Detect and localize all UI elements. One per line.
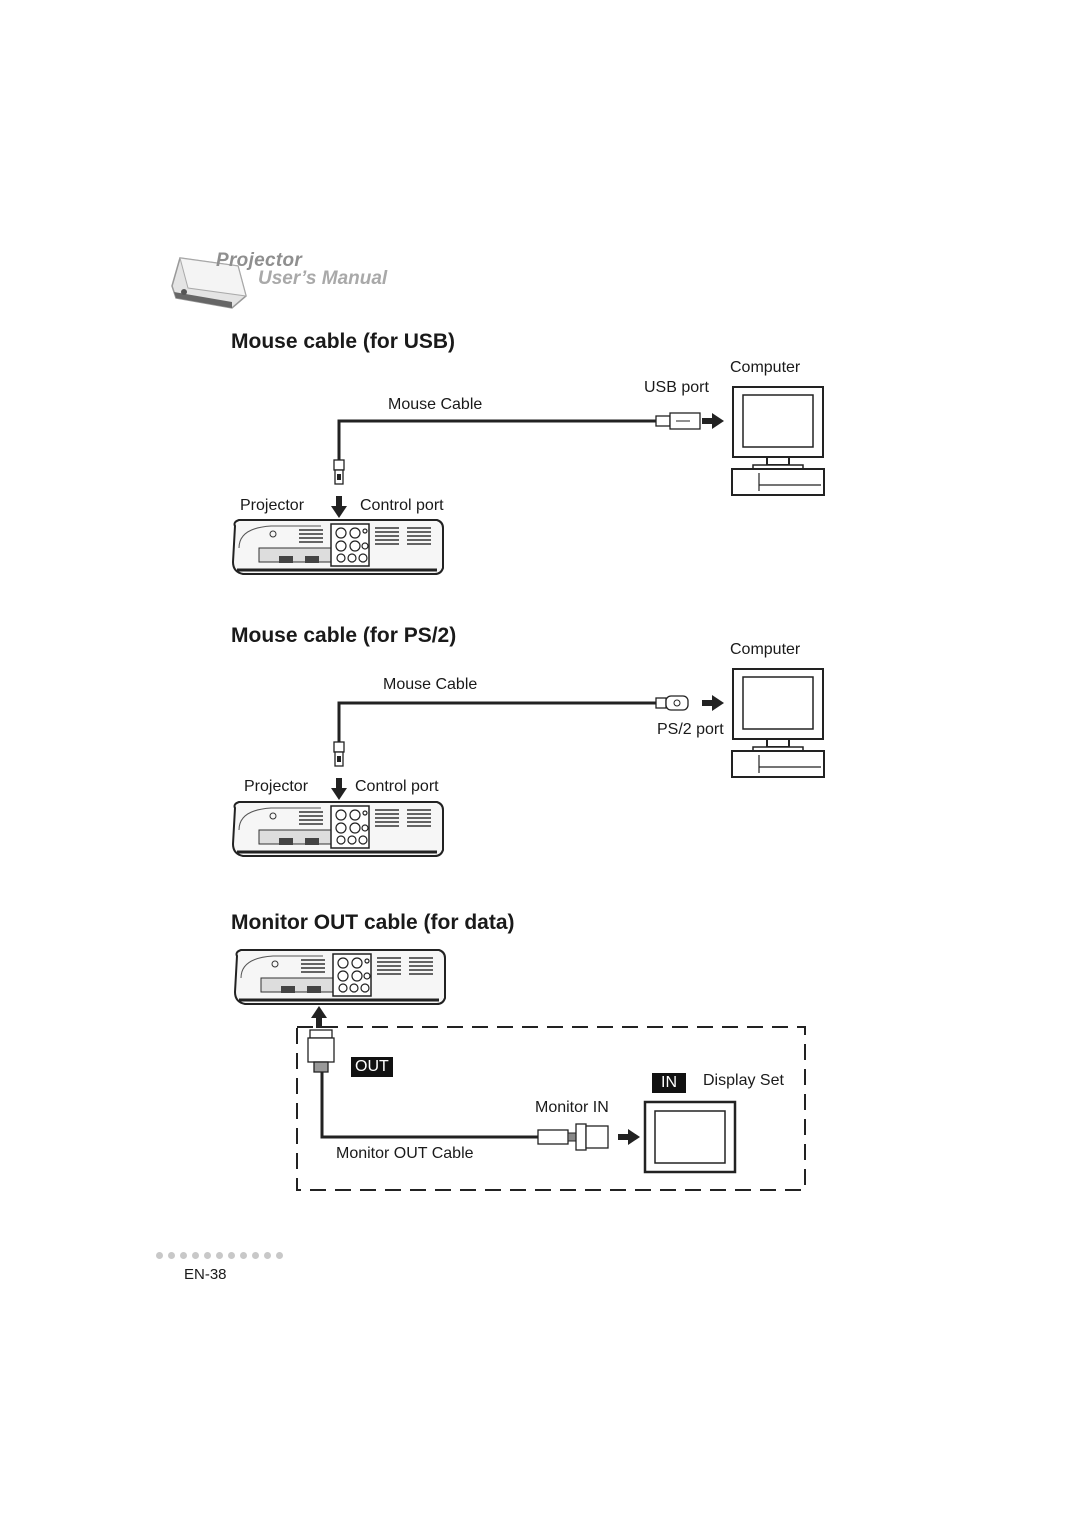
usb-control-port-label: Control port <box>360 497 444 514</box>
usb-computer-label: Computer <box>730 359 801 376</box>
ps2-mouse-cable-line <box>337 701 656 742</box>
out-tag: OUT <box>351 1057 393 1077</box>
monitor-arrow-right <box>618 1129 640 1145</box>
ps2-cable-plug <box>333 741 345 767</box>
vga-plug-horizontal <box>537 1123 609 1151</box>
ps2-control-port-label: Control port <box>355 778 439 795</box>
usb-mouse-cable-line <box>337 419 656 460</box>
monitor-projector-icon <box>233 948 447 1006</box>
ps2-connector <box>655 695 689 711</box>
monitor-out-cable-label: Monitor OUT Cable <box>336 1145 474 1162</box>
in-tag: IN <box>652 1073 686 1093</box>
ps2-projector-icon <box>231 800 445 858</box>
display-set-icon <box>643 1100 737 1174</box>
monitor-out-cable-line <box>320 1072 538 1139</box>
display-set-label: Display Set <box>703 1072 784 1089</box>
usb-section-title: Mouse cable (for USB) <box>231 330 456 353</box>
ps2-port-label: PS/2 port <box>657 721 724 738</box>
usb-projector-icon <box>231 518 445 576</box>
usb-connector <box>655 412 701 430</box>
logo-line-2: User’s Manual <box>258 268 388 289</box>
ps2-cable-label: Mouse Cable <box>383 676 478 693</box>
usb-computer-icon <box>731 386 825 496</box>
usb-arrow-right <box>702 413 724 429</box>
footer-dots <box>156 1252 283 1259</box>
monitor-section-title: Monitor OUT cable (for data) <box>231 911 515 934</box>
ps2-arrow-down <box>331 778 347 800</box>
logo-line-1: Projector <box>216 250 303 271</box>
usb-cable-label: Mouse Cable <box>388 396 483 413</box>
usb-port-label: USB port <box>644 379 709 396</box>
monitor-arrow-up <box>311 1006 327 1028</box>
ps2-arrow-right <box>702 695 724 711</box>
ps2-computer-icon <box>731 668 825 778</box>
ps2-computer-label: Computer <box>730 641 801 658</box>
usb-cable-plug <box>333 459 345 485</box>
monitor-in-label: Monitor IN <box>535 1099 609 1116</box>
usb-arrow-down <box>331 496 347 518</box>
ps2-section-title: Mouse cable (for PS/2) <box>231 624 457 647</box>
page-number: EN-38 <box>184 1266 227 1283</box>
ps2-projector-label: Projector <box>244 778 309 795</box>
vga-plug-vertical <box>307 1029 335 1073</box>
usb-projector-label: Projector <box>240 497 305 514</box>
